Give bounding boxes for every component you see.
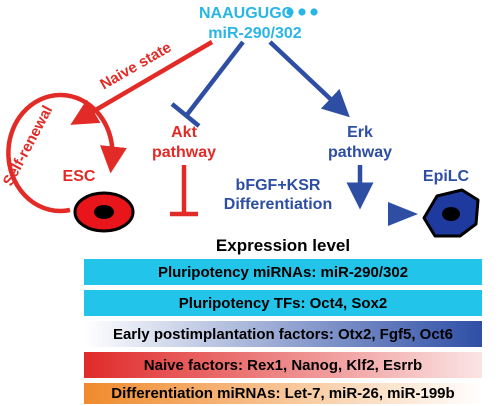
- esc-cell-icon: [73, 191, 135, 233]
- akt-inhibition-bar: [170, 102, 201, 128]
- erk-activation-arrow: [268, 40, 350, 118]
- mirna-dot: [310, 8, 318, 16]
- esc-label: ESC: [63, 168, 96, 185]
- akt-label: Akt: [171, 124, 197, 141]
- epilc-cell-icon: [422, 188, 480, 238]
- mirna-dot: [298, 8, 306, 16]
- expression-level-title: Expression level: [215, 236, 351, 255]
- self-renewal-loop: [6, 92, 127, 214]
- erk-label: Erk: [347, 124, 373, 141]
- mirna-dot: [286, 8, 294, 16]
- erk-pathway-label: pathway: [328, 144, 392, 161]
- akt-inhibition-line: [184, 40, 245, 118]
- epilc-label: EpiLC: [423, 168, 470, 185]
- differentiation-label: Differentiation: [224, 196, 332, 213]
- bar-differentiation-mirnas: Differentiation miRNAs: Let-7, miR-26, m…: [84, 383, 482, 404]
- bar-pluripotency-mirnas: Pluripotency miRNAs: miR-290/302: [84, 259, 482, 285]
- bar-naive-factors: Naive factors: Rex1, Nanog, Klf2, Esrrb: [84, 352, 482, 378]
- differentiation-arrowhead: [388, 202, 418, 226]
- naive-state-arrow: [70, 40, 214, 125]
- mirna-sequence: NAAUGUGC: [199, 5, 294, 22]
- akt-pathway-label: pathway: [152, 144, 216, 161]
- bar-postimplantation-factors: Early postimplantation factors: Otx2, Fg…: [84, 321, 482, 347]
- mirna-name: miR-290/302: [208, 25, 301, 42]
- mirna-dots: [286, 8, 318, 16]
- bar-pluripotency-tfs: Pluripotency TFs: Oct4, Sox2: [84, 290, 482, 316]
- bfgf-ksr-label: bFGF+KSR: [236, 177, 321, 194]
